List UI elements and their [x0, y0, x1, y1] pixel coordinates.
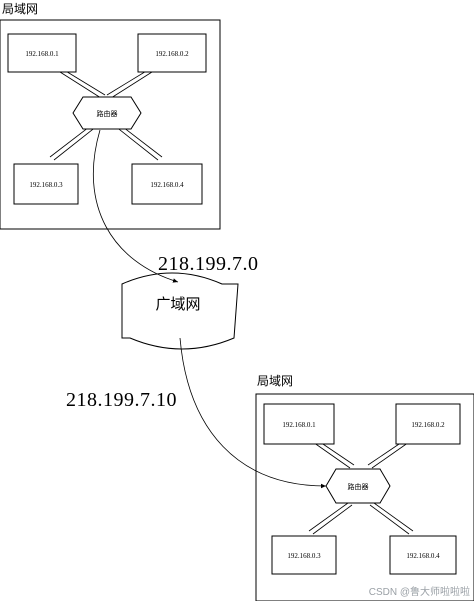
lan-top: 局域网 192.168.0.1 192.168.0.2 路由器 192.168.… — [0, 2, 221, 230]
host-box: 192.168.0.1 — [263, 403, 335, 445]
lan-bottom-title: 局域网 — [257, 374, 293, 388]
uplink-curve-top — [92, 129, 179, 283]
host-box: 192.168.0.2 — [395, 403, 461, 445]
host-box: 192.168.0.2 — [137, 33, 207, 73]
host-ip-label: 192.168.0.3 — [287, 552, 321, 560]
host-ip-label: 192.168.0.2 — [155, 50, 189, 58]
lan-top-frame — [0, 19, 221, 230]
ip-label-bottom: 218.199.7.10 — [66, 389, 177, 411]
host-ip-label: 192.168.0.1 — [282, 421, 316, 429]
lan-bottom: 局域网 192.168.0.1 192.168.0.2 路由器 192.168.… — [255, 374, 474, 601]
host-ip-label: 192.168.0.2 — [411, 421, 445, 429]
host-box: 192.168.0.3 — [271, 535, 337, 575]
router-label: 路由器 — [348, 482, 369, 491]
lan-bottom-frame — [255, 393, 474, 601]
wan-node: 广域网 — [121, 272, 239, 350]
uplink-curve-bottom — [179, 337, 327, 489]
lan-top-title: 局域网 — [2, 2, 38, 16]
watermark-text: CSDN @鲁大师啦啦啦 — [369, 585, 470, 598]
router-node: 路由器 — [325, 468, 391, 504]
host-box: 192.168.0.3 — [13, 163, 79, 205]
host-box: 192.168.0.4 — [389, 535, 457, 575]
host-ip-label: 192.168.0.3 — [29, 181, 63, 189]
wan-label: 广域网 — [155, 296, 200, 313]
host-box: 192.168.0.1 — [7, 33, 77, 73]
router-label: 路由器 — [97, 109, 118, 118]
router-node: 路由器 — [72, 96, 142, 130]
host-box: 192.168.0.4 — [131, 163, 203, 205]
ip-label-top: 218.199.7.0 — [158, 253, 259, 275]
host-ip-label: 192.168.0.4 — [150, 181, 184, 189]
host-ip-label: 192.168.0.4 — [406, 552, 440, 560]
host-ip-label: 192.168.0.1 — [25, 50, 59, 58]
